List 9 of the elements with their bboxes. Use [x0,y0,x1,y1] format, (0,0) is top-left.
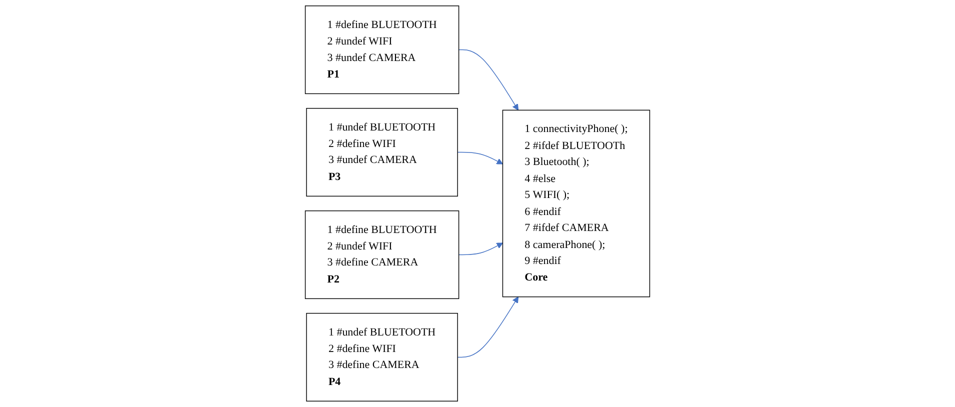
arrow [457,296,519,358]
arrow [458,49,519,110]
node-box: 1 connectivityPhone( ); 2 #ifdef BLUETOOTh 3 Bluetooth( ); 4 #else 5 WIFI( ); 6 #endif 7 #ifdef CAMERA 8 cameraPhone( ); 9 #endif Core [502,110,650,298]
arrow [458,242,503,256]
node-box: 1 #define BLUETOOTH 2 #undef WIFI 3 #define CAMERA P2 [304,210,460,300]
arrow [457,152,503,164]
node-box: 1 #undef BLUETOOTH 2 #define WIFI 3 #define CAMERA P4 [306,312,458,402]
node-box: 1 #define BLUETOOTH 2 #undef WIFI 3 #undef CAMERA P1 [304,6,460,94]
node-box: 1 #undef BLUETOOTH 2 #define WIFI 3 #undef CAMERA P3 [306,108,458,197]
